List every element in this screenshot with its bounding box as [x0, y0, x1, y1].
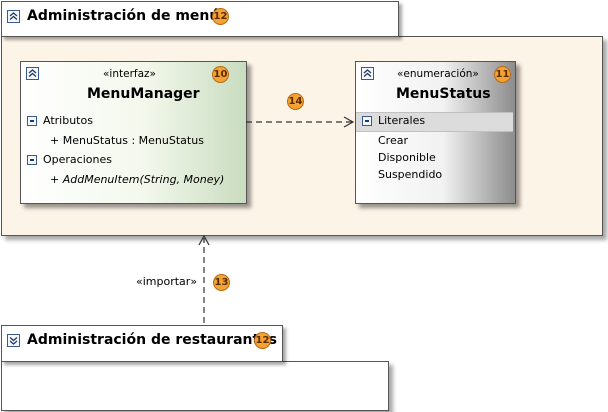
literal-item[interactable]: Suspendido — [378, 168, 443, 181]
import-label: «importar» — [136, 275, 198, 288]
collapse-up-icon[interactable] — [7, 10, 20, 23]
import-badge: 13 — [213, 274, 230, 291]
import-arrowhead — [198, 234, 210, 246]
menumanager-name: MenuManager — [87, 86, 200, 102]
operation-item[interactable]: + AddMenuItem(String, Money) — [50, 173, 225, 186]
menumanager-badge: 10 — [212, 66, 229, 83]
collapse-attributes-icon[interactable] — [27, 116, 37, 126]
menustatus-stereotype: «enumeración» — [397, 68, 479, 80]
literal-item[interactable]: Crear — [378, 134, 408, 147]
collapse-up-icon[interactable] — [361, 67, 374, 80]
literals-label: Literales — [378, 114, 426, 127]
package-restaurantes-body[interactable] — [1, 361, 389, 411]
package-restaurantes-badge: 12 — [254, 332, 271, 349]
package-menus-title: Administración de menús — [27, 8, 228, 24]
collapse-literals-icon[interactable] — [362, 116, 372, 126]
package-restaurantes-title: Administración de restaurantes — [27, 332, 278, 348]
menustatus-name: MenuStatus — [396, 86, 491, 102]
menumanager-class[interactable] — [20, 61, 247, 204]
literals-header-highlight — [356, 112, 513, 132]
menustatus-class[interactable] — [355, 61, 516, 204]
collapse-operations-icon[interactable] — [27, 155, 37, 165]
attribute-item[interactable]: + MenuStatus : MenuStatus — [50, 134, 204, 147]
literal-item[interactable]: Disponible — [378, 151, 436, 164]
package-menus-tab[interactable] — [1, 1, 399, 37]
package-restaurantes-tab[interactable] — [1, 325, 283, 362]
menumanager-stereotype: «interfaz» — [103, 68, 156, 80]
dependency-badge: 14 — [287, 93, 304, 110]
menustatus-badge: 11 — [494, 66, 511, 83]
operations-label: Operaciones — [43, 153, 112, 166]
dependency-arrowhead — [343, 116, 355, 128]
attributes-label: Atributos — [43, 114, 93, 127]
expand-down-icon[interactable] — [7, 334, 20, 347]
package-menus-badge: 12 — [212, 8, 229, 25]
collapse-up-icon[interactable] — [26, 67, 39, 80]
